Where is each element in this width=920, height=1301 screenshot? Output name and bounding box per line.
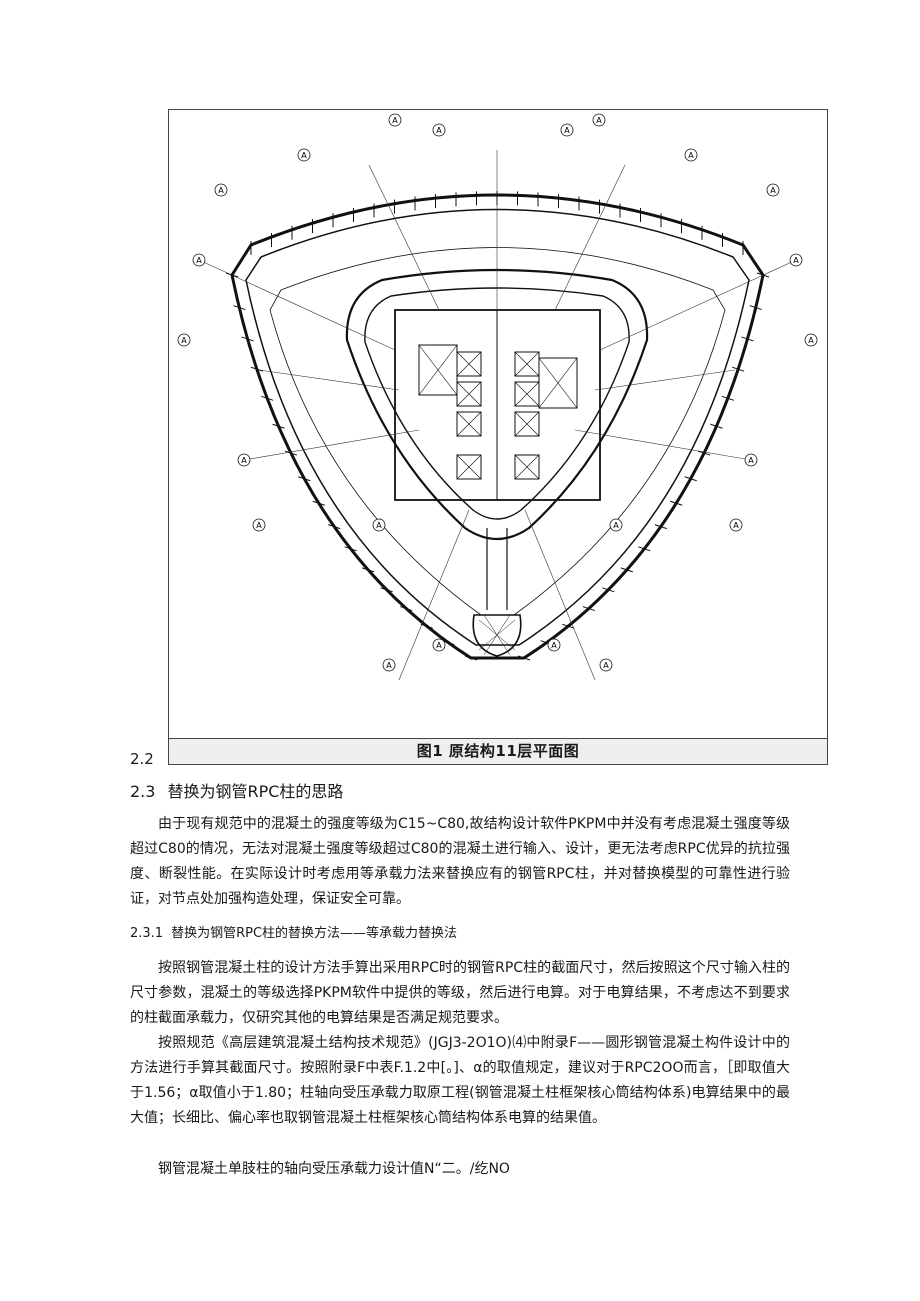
office-ring	[269, 247, 726, 616]
dimension-tick	[312, 500, 325, 506]
axis-marker: A	[192, 253, 206, 267]
axis-marker: A	[214, 183, 228, 197]
paragraph-3: 按照规范《高层建筑混凝土结构技术规范》(JGJ3-2O1O)⑷中附录F——圆形钢…	[130, 1035, 790, 1126]
dimension-tick	[420, 623, 433, 629]
dimension-tick	[517, 655, 531, 661]
svg-text:A: A	[392, 116, 398, 125]
axis-marker: A	[237, 453, 251, 467]
section-2-3-heading: 2.3 替换为钢管RPC柱的思路	[130, 778, 343, 802]
dimension-tick	[638, 546, 651, 552]
section-2-3-1-title: 替换为钢管RPC柱的替换方法——等承载力替换法	[171, 926, 458, 941]
svg-text:A: A	[688, 151, 694, 160]
svg-text:A: A	[386, 661, 392, 670]
svg-text:A: A	[436, 641, 442, 650]
svg-text:A: A	[793, 256, 799, 265]
axis-marker: A	[684, 148, 698, 162]
dimension-tick	[697, 450, 711, 456]
dimension-tick	[684, 476, 697, 482]
dimension-tick	[344, 546, 357, 552]
svg-text:A: A	[376, 521, 382, 530]
dimension-tick	[241, 336, 254, 342]
dimension-tick	[749, 305, 762, 311]
paragraph-4: 钢管混凝土单肢柱的轴向受压承载力设计值N“二。/纥NO	[158, 1161, 510, 1177]
axis-marker: A	[388, 113, 402, 127]
dimension-tick	[362, 567, 375, 573]
dimension-tick	[756, 272, 770, 278]
corridor-ring-outer	[345, 268, 649, 540]
svg-text:A: A	[808, 336, 814, 345]
dimension-tick	[721, 395, 734, 401]
svg-text:A: A	[436, 126, 442, 135]
dimension-tick	[741, 336, 754, 342]
section-2-2-number: 2.2	[130, 750, 154, 768]
dimension-tick	[272, 423, 285, 429]
svg-text:A: A	[551, 641, 557, 650]
svg-text:A: A	[596, 116, 602, 125]
dimension-tick	[380, 587, 393, 593]
dimension-tick	[328, 524, 341, 530]
dimension-tick	[442, 640, 455, 646]
axis-marker: A	[599, 658, 613, 672]
svg-text:A: A	[256, 521, 262, 530]
dimension-tick	[298, 476, 311, 482]
figure-frame: A A A A A A A A A A A A A A A A A A A A A A 图1 原结构11层平面图	[168, 109, 828, 765]
floor-plan-drawing: A A A A A A A A A A A A A A A A A A A A A A	[177, 113, 818, 681]
axis-marker: A	[560, 123, 574, 137]
svg-text:A: A	[603, 661, 609, 670]
paragraph-1: 由于现有规范中的混凝土的强度等级为C15~C80,故结构设计软件PKPM中并没有…	[130, 816, 790, 907]
svg-text:A: A	[748, 456, 754, 465]
axis-marker: A	[729, 518, 743, 532]
dimension-tick	[582, 606, 595, 612]
svg-text:A: A	[733, 521, 739, 530]
section-2-3-number: 2.3	[130, 782, 156, 801]
axis-marker: A	[804, 333, 818, 347]
svg-text:A: A	[181, 336, 187, 345]
svg-text:A: A	[770, 186, 776, 195]
svg-text:A: A	[241, 456, 247, 465]
section-2-3-1-heading: 2.3.1 替换为钢管RPC柱的替换方法——等承载力替换法	[130, 922, 457, 941]
svg-text:A: A	[613, 521, 619, 530]
outer-wall-inner	[245, 208, 750, 646]
dimension-tick	[731, 366, 745, 372]
corridor-ring-inner	[364, 287, 630, 520]
dimension-tick	[562, 623, 575, 629]
dimension-tick	[670, 500, 683, 506]
axis-marker: A	[297, 148, 311, 162]
svg-text:A: A	[564, 126, 570, 135]
axis-marker: A	[744, 453, 758, 467]
svg-text:A: A	[218, 186, 224, 195]
axis-marker: A	[547, 638, 561, 652]
axis-marker: A	[609, 518, 623, 532]
axis-marker: A	[789, 253, 803, 267]
dimension-tick	[225, 272, 239, 278]
dimension-tick	[250, 366, 264, 372]
dimension-tick	[654, 524, 667, 530]
svg-text:A: A	[301, 151, 307, 160]
axis-marker: A	[432, 123, 446, 137]
dimension-tick	[602, 587, 615, 593]
axis-marker: A	[432, 638, 446, 652]
dimension-tick	[620, 567, 633, 573]
section-2-3-title: 替换为钢管RPC柱的思路	[167, 782, 344, 801]
axis-marker: A	[382, 658, 396, 672]
dimension-tick	[233, 305, 246, 311]
dimension-tick	[400, 606, 413, 612]
dimension-tick	[261, 395, 274, 401]
axis-marker: A	[372, 518, 386, 532]
axis-marker: A	[177, 333, 191, 347]
dimension-tick	[284, 450, 298, 456]
section-2-3-1-number: 2.3.1	[130, 926, 164, 941]
paragraph-2: 按照钢管混凝土柱的设计方法手算出采用RPC时的钢管RPC柱的截面尺寸，然后按照这…	[130, 960, 790, 1026]
axis-marker: A	[252, 518, 266, 532]
svg-text:A: A	[196, 256, 202, 265]
figure-caption: 图1 原结构11层平面图	[169, 738, 827, 764]
bottom-bay	[472, 614, 522, 657]
dimension-tick	[710, 423, 723, 429]
dimension-tick	[464, 655, 478, 661]
axis-marker: A	[766, 183, 780, 197]
axis-marker: A	[592, 113, 606, 127]
